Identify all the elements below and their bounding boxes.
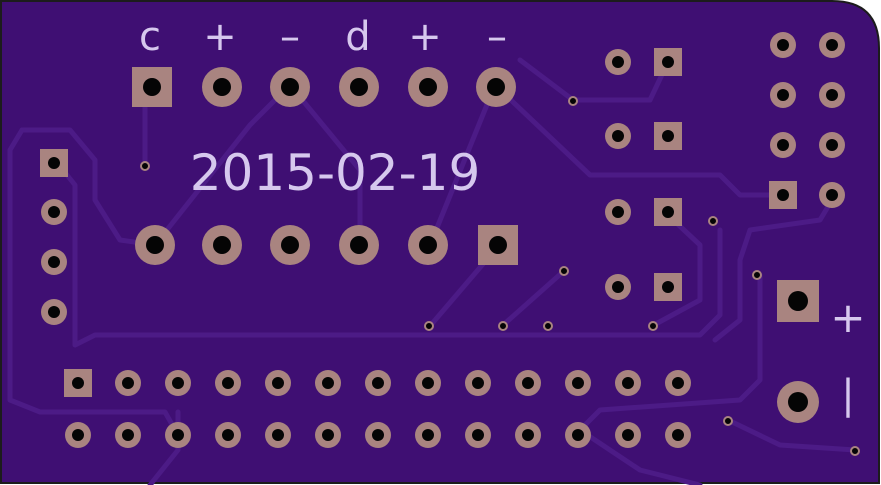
power-label-minus: | [841, 372, 854, 418]
via [568, 96, 578, 106]
pad-round [605, 199, 631, 225]
via [723, 416, 733, 426]
pad-round [605, 123, 631, 149]
drill-hole [222, 377, 234, 389]
via [140, 161, 150, 171]
drill-hole [522, 377, 534, 389]
pad-round [408, 225, 448, 265]
pad-round [819, 182, 845, 208]
pad-round [135, 225, 175, 265]
pad-round [408, 67, 448, 107]
via [543, 321, 553, 331]
pad-round [270, 225, 310, 265]
drill-hole [372, 429, 384, 441]
header-label-c: c [139, 14, 161, 60]
trace [7, 127, 181, 438]
drill-hole [172, 377, 184, 389]
pad-round [819, 32, 845, 58]
silkscreen: c + – d + – 2015-02-19 + | [139, 14, 866, 418]
header-label-d: d [345, 14, 370, 60]
pad-round [770, 132, 796, 158]
pad-round [605, 274, 631, 300]
drill-hole [72, 429, 84, 441]
drill-hole [622, 377, 634, 389]
pad-round [819, 82, 845, 108]
pad-round [770, 32, 796, 58]
via [498, 321, 508, 331]
pad-round [270, 67, 310, 107]
drill-hole [522, 429, 534, 441]
via [752, 270, 762, 280]
header-label-plus-1: + [203, 14, 237, 60]
trace [725, 417, 858, 453]
header-label-minus-2: – [487, 14, 507, 60]
trace [712, 192, 838, 343]
header-bottom-row [135, 225, 518, 265]
drill-hole [572, 377, 584, 389]
trace [499, 267, 568, 329]
trace [492, 82, 783, 198]
drill-hole [572, 429, 584, 441]
pad-round [41, 299, 67, 325]
drill-hole [422, 377, 434, 389]
right-header [769, 32, 845, 209]
drill-hole [172, 429, 184, 441]
drill-hole [322, 429, 334, 441]
header-label-plus-2: + [408, 14, 442, 60]
drill-hole [622, 429, 634, 441]
pad-round [41, 249, 67, 275]
drill-hole [122, 377, 134, 389]
pad-round [777, 381, 819, 423]
power-label-plus: + [830, 293, 865, 342]
pad-round [202, 67, 242, 107]
trace [577, 272, 763, 433]
drill-hole [272, 377, 284, 389]
via [708, 216, 718, 226]
drill-hole [372, 377, 384, 389]
pad-round [202, 225, 242, 265]
trace [577, 427, 703, 485]
drill-hole [422, 429, 434, 441]
drill-hole [672, 429, 684, 441]
pad-round [41, 199, 67, 225]
drill-hole [472, 429, 484, 441]
drill-hole [672, 377, 684, 389]
trace [287, 82, 363, 248]
drill-hole [272, 429, 284, 441]
header-top-row [132, 67, 516, 107]
pad-round [339, 225, 379, 265]
left-header [40, 149, 68, 325]
drill-hole [122, 429, 134, 441]
pad-round [339, 67, 379, 107]
via [559, 266, 569, 276]
drill-hole [72, 377, 84, 389]
via [850, 446, 860, 456]
vias [140, 96, 860, 456]
trace [649, 212, 703, 329]
drill-hole [222, 429, 234, 441]
trace [19, 127, 158, 248]
via [424, 321, 434, 331]
pad-round [770, 82, 796, 108]
pad-round [605, 49, 631, 75]
pad-round [819, 132, 845, 158]
component-pads [605, 48, 682, 301]
via [648, 321, 658, 331]
drill-hole [322, 377, 334, 389]
trace [517, 57, 576, 103]
pad-round [476, 67, 516, 107]
date-code: 2015-02-19 [190, 144, 481, 202]
drill-hole [472, 377, 484, 389]
trace [427, 82, 498, 248]
trace [52, 157, 723, 348]
power-pads [777, 280, 819, 423]
bottom-header [64, 369, 691, 448]
header-label-minus-1: – [280, 14, 300, 60]
